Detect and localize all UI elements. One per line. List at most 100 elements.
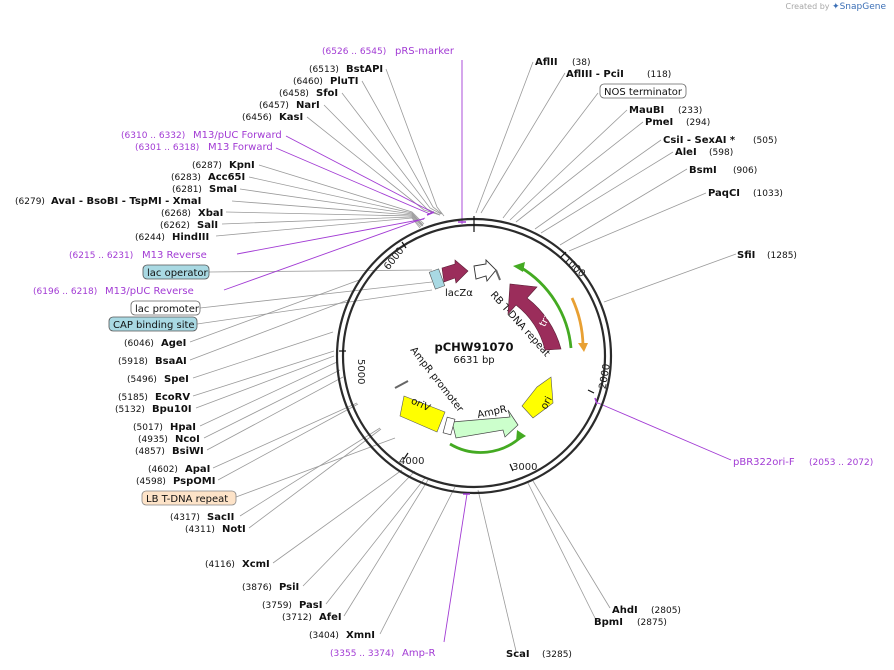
enzyme-paqci: PaqCI — [708, 188, 740, 199]
primer-range: (2053 .. 2072) — [809, 458, 873, 468]
enzyme-position: (4857) — [135, 447, 165, 457]
enzyme-position: (294) — [686, 118, 710, 128]
primer-range: (3355 .. 3374) — [330, 649, 394, 659]
primer-m13-reverse: M13 Reverse — [142, 250, 207, 261]
primer-range: (6215 .. 6231) — [69, 251, 133, 261]
lac-promoter-label: lac promoter — [135, 304, 200, 315]
enzyme-position: (505) — [753, 136, 777, 146]
enzyme-position: (1033) — [753, 189, 783, 199]
primer-labels: (6526 .. 6545) pRS-marker (6310 .. 6332)… — [33, 46, 873, 659]
enzyme-csii-sexai: CsiI - SexAI * — [663, 135, 736, 146]
boxed-feature-labels: NOS terminator lac operator lac promoter… — [108, 83, 687, 506]
lacz-arrow — [441, 259, 469, 284]
snapgene-credit: Created by ✦SnapGene — [785, 2, 886, 12]
enzyme-position: (38) — [572, 58, 590, 68]
traa-label: traA — [538, 305, 558, 329]
enzyme-position: (5918) — [118, 357, 148, 367]
enzyme-position: (5017) — [133, 423, 163, 433]
primer-range: (6310 .. 6332) — [121, 131, 185, 141]
primer-m13-puc-reverse: M13/pUC Reverse — [105, 286, 194, 297]
primer-leaders — [223, 60, 732, 643]
lb-tdna-repeat-label: LB T-DNA repeat — [146, 494, 228, 505]
enzyme-afliii-pcii: AflIII - PciI — [566, 69, 624, 80]
enzyme-position: (6458) — [279, 89, 309, 99]
primer-range: (6196 .. 6218) — [33, 287, 97, 297]
primer-m13-puc-forward: M13/pUC Forward — [193, 130, 282, 141]
enzyme-position: (6262) — [160, 221, 190, 231]
enzyme-position: (4598) — [136, 477, 166, 487]
lac-operator-label: lac operator — [147, 268, 208, 279]
enzyme-ncoi: NcoI — [175, 434, 200, 445]
plasmid-size: 6631 bp — [453, 355, 494, 366]
enzyme-position: (1285) — [767, 251, 797, 261]
plasmid-name: pCHW91070 — [435, 340, 514, 354]
enzyme-apai: ApaI — [185, 464, 210, 475]
enzyme-nari: NarI — [296, 100, 320, 111]
enzyme-smai: SmaI — [209, 184, 237, 195]
tick-2000: 2000 — [598, 363, 613, 390]
ampr-orf — [449, 434, 523, 454]
enzyme-position: (5185) — [118, 393, 148, 403]
primer-prs-marker: pRS-marker — [395, 46, 455, 57]
enzyme-position: (3759) — [262, 601, 292, 611]
primer-amp-r: Amp-R — [402, 648, 436, 659]
enzyme-position: (6281) — [172, 185, 202, 195]
credit-brand: SnapGene — [839, 2, 886, 12]
enzyme-kasi: KasI — [279, 112, 303, 123]
ampr-arrow — [451, 409, 519, 439]
enzyme-agei: AgeI — [161, 338, 186, 349]
enzyme-position: (4935) — [138, 435, 168, 445]
enzyme-xcmi: XcmI — [242, 559, 270, 570]
enzyme-pmei: PmeI — [645, 117, 673, 128]
enzyme-position: (6279) — [15, 197, 45, 207]
ori-label: ori — [539, 395, 555, 412]
enzyme-sacii: SacII — [207, 512, 234, 523]
enzyme-scai: ScaI — [506, 649, 530, 660]
enzyme-bpmi: BpmI — [594, 617, 623, 628]
enzyme-position: (118) — [647, 70, 671, 80]
enzyme-pspomi: PspOMI — [173, 476, 215, 487]
enzyme-aflii: AflII — [535, 57, 558, 68]
lac-operator-block — [428, 268, 446, 290]
enzyme-bstapi: BstAPI — [346, 64, 383, 75]
enzyme-position: (3712) — [282, 613, 312, 623]
leader-bstapi — [385, 68, 445, 217]
oriv-block — [399, 395, 446, 433]
enzyme-position: (6244) — [135, 233, 165, 243]
leader-lines — [189, 61, 737, 652]
enzyme-position: (6457) — [259, 101, 289, 111]
enzyme-hpai: HpaI — [170, 422, 196, 433]
enzyme-labels: (6513) BstAPI (6460) PluTI (6458) SfoI (… — [15, 57, 797, 660]
enzyme-position: (6287) — [192, 161, 222, 171]
tick-1000: 1000 — [561, 255, 587, 280]
enzyme-sfii: SfiI — [737, 250, 755, 261]
enzyme-position: (906) — [733, 166, 757, 176]
enzyme-position: (4317) — [170, 513, 200, 523]
enzyme-position: (233) — [678, 106, 702, 116]
enzyme-position: (6283) — [171, 173, 201, 183]
enzyme-position: (598) — [709, 148, 733, 158]
enzyme-position: (6460) — [293, 77, 323, 87]
enzyme-position: (3876) — [242, 583, 272, 593]
tick-4000: 4000 — [399, 456, 424, 467]
enzyme-pluti: PluTI — [330, 76, 358, 87]
enzyme-xmni: XmnI — [346, 630, 375, 641]
enzyme-position: (2875) — [637, 618, 667, 628]
traa-arrow — [507, 283, 562, 351]
enzyme-position: (4311) — [185, 525, 215, 535]
enzyme-position: (6513) — [309, 65, 339, 75]
rb-arrow — [473, 258, 497, 283]
enzyme-spei: SpeI — [164, 374, 189, 385]
primer-marks — [426, 211, 598, 495]
enzyme-avai-group: AvaI - BsoBI - TspMI - XmaI — [51, 196, 201, 207]
primer-range: (6301 .. 6318) — [135, 143, 199, 153]
snapgene-logo-icon: ✦ — [832, 2, 840, 12]
enzyme-pasi: PasI — [299, 600, 322, 611]
primer-range: (6526 .. 6545) — [322, 47, 386, 57]
enzyme-hindiii: HindIII — [172, 232, 209, 243]
tick-5000: 5000 — [355, 359, 366, 384]
enzyme-noti: NotI — [222, 524, 246, 535]
enzyme-maubi: MauBI — [629, 105, 664, 116]
enzyme-position: (5132) — [115, 405, 145, 415]
enzyme-kpni: KpnI — [229, 160, 255, 171]
